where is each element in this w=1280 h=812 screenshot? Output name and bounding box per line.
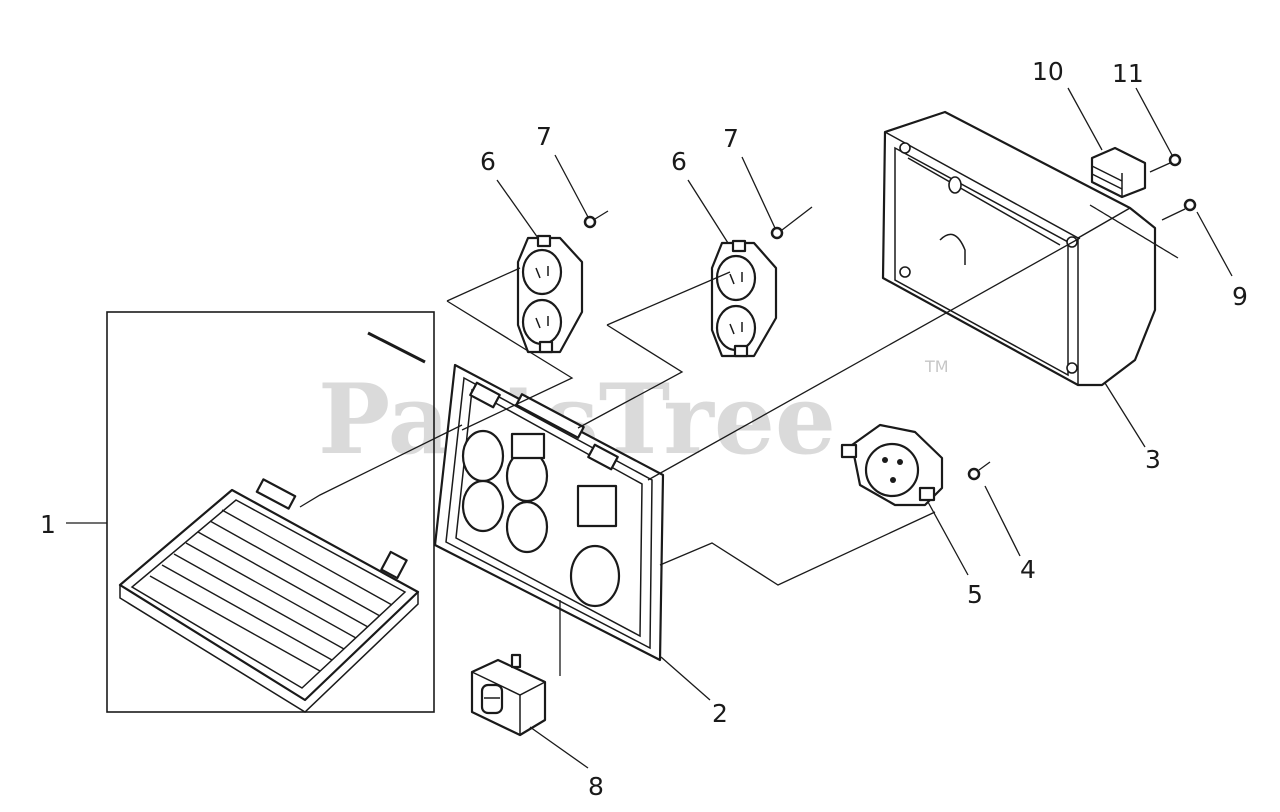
assembly-lines	[299, 204, 1179, 676]
callout-7-right[interactable]: 7	[723, 124, 739, 153]
rocker-switch[interactable]	[470, 653, 547, 737]
receptacle-left[interactable]	[516, 234, 584, 354]
nut-4[interactable]	[967, 461, 991, 481]
callout-4[interactable]: 4	[1020, 555, 1036, 584]
terminal-block[interactable]	[1090, 146, 1147, 199]
nut-left[interactable]	[583, 210, 609, 229]
callout-leaders	[66, 87, 1233, 769]
callout-3[interactable]: 3	[1145, 445, 1161, 474]
callout-11[interactable]: 11	[1112, 59, 1144, 88]
control-panel[interactable]	[433, 363, 665, 662]
callout-6-left[interactable]: 6	[480, 147, 496, 176]
screw-11[interactable]	[1149, 153, 1182, 173]
callout-7-left[interactable]: 7	[536, 122, 552, 151]
callout-1[interactable]: 1	[40, 510, 56, 539]
cover-assembly[interactable]	[106, 311, 435, 713]
callout-9[interactable]: 9	[1232, 282, 1248, 311]
callout-2[interactable]: 2	[712, 699, 728, 728]
nut-right[interactable]	[770, 206, 813, 240]
callout-8[interactable]: 8	[588, 772, 604, 801]
twist-lock-receptacle[interactable]	[840, 423, 944, 507]
receptacle-right[interactable]	[710, 239, 778, 358]
watermark-tm: TM	[924, 357, 949, 376]
callout-10[interactable]: 10	[1032, 57, 1064, 86]
callout-6-right[interactable]: 6	[671, 147, 687, 176]
screw-9[interactable]	[1161, 198, 1197, 221]
callout-5[interactable]: 5	[967, 580, 983, 609]
